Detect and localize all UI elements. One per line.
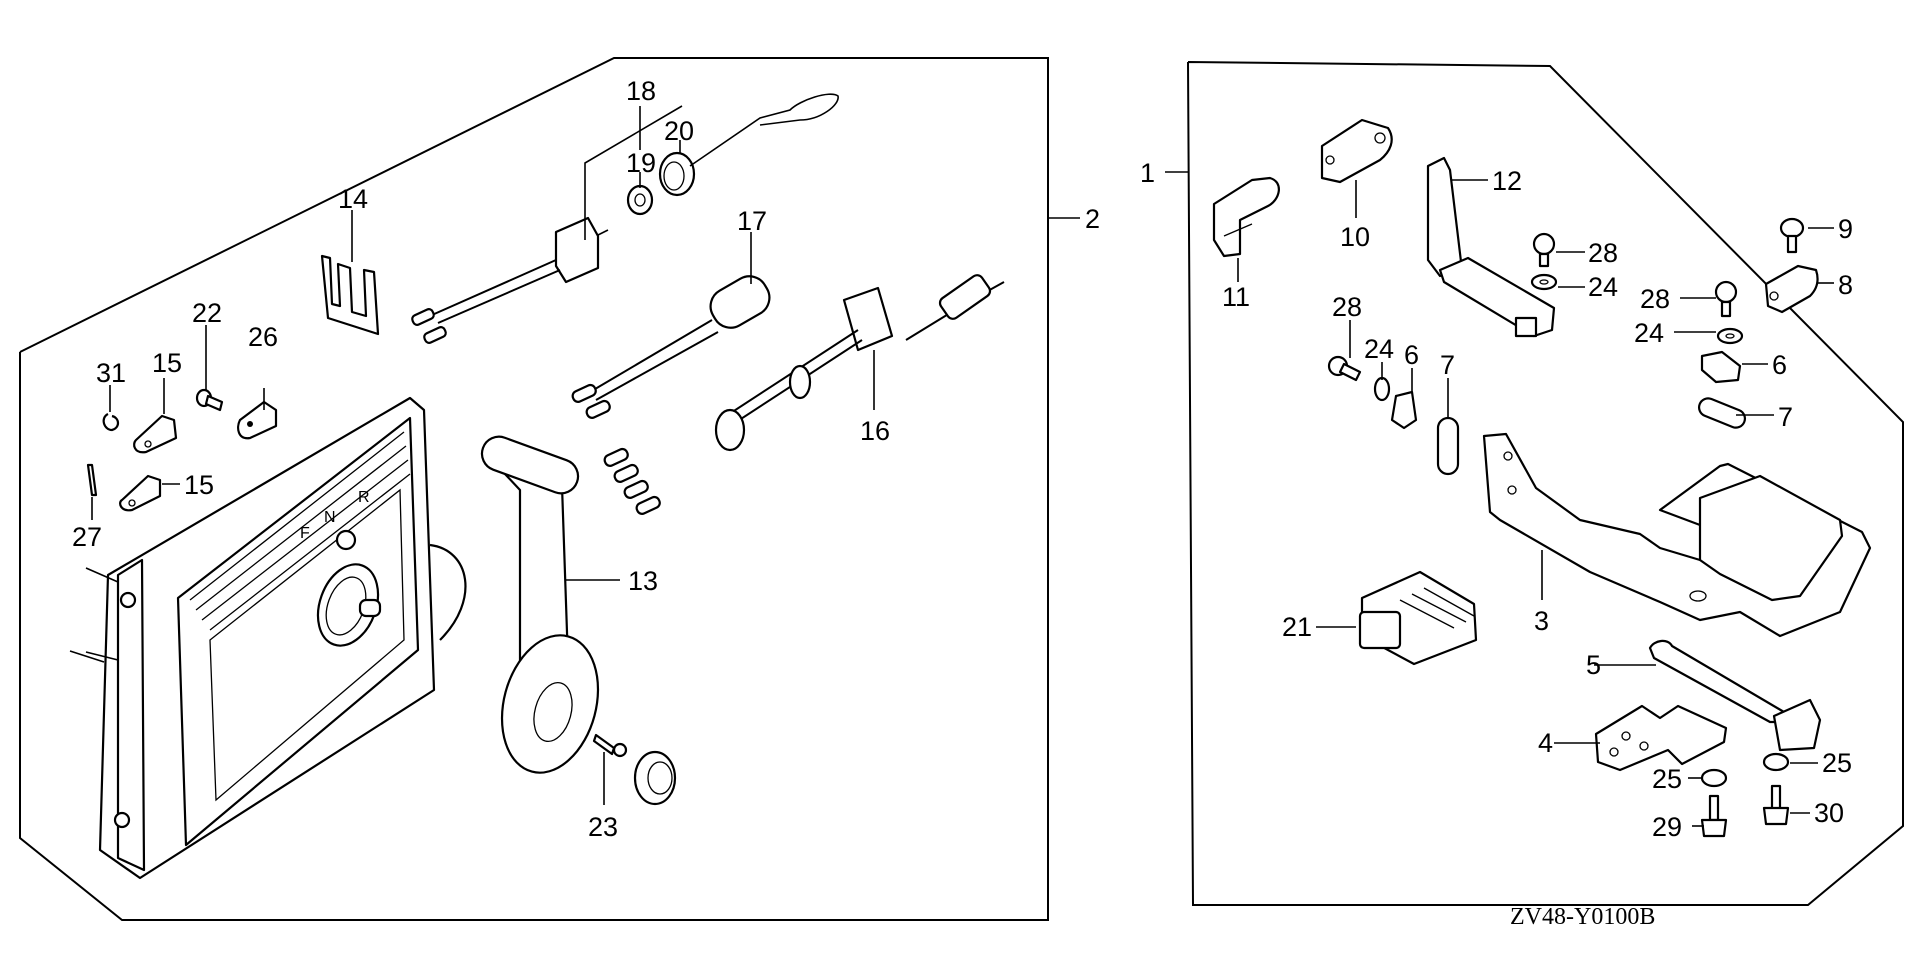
callout-28-b: 28 [1640,284,1670,314]
arm-12 [1426,156,1556,338]
callout-25-a: 25 [1652,764,1682,794]
bracket-3 [1482,432,1872,638]
bolt-29 [1700,794,1728,838]
callout-15-lower: 15 [184,470,214,500]
group-label-1: 1 [1140,158,1155,188]
callout-6-a: 6 [1404,340,1419,370]
callout-10: 10 [1340,222,1370,252]
left-group-frame [19,57,1080,921]
clamp-6-b [1700,350,1742,384]
callout-28-c: 28 [1332,292,1362,322]
clamp-26 [237,400,278,440]
bolt-28-c [1327,355,1362,382]
callout-16: 16 [860,416,890,446]
washer-25-b [1762,752,1790,772]
right-group-frame [1165,61,1904,906]
callout-27: 27 [72,522,102,552]
callout-9: 9 [1838,214,1853,244]
callout-15-upper: 15 [152,348,182,378]
wire-harness-16 [603,274,1005,515]
callout-20: 20 [664,116,694,146]
cable-clip-11 [1212,176,1280,258]
callout-7-a: 7 [1440,350,1455,380]
joint-8 [1764,264,1819,314]
plate-7-a [1436,416,1460,476]
callout-4: 4 [1538,728,1553,758]
callout-26: 26 [248,322,278,352]
bracket-4 [1594,704,1728,772]
wire-harness-17 [571,275,771,419]
callout-19: 19 [626,148,656,178]
bolt-28-a [1532,232,1556,268]
callout-14: 14 [338,184,368,214]
callout-11: 11 [1222,282,1250,312]
control-lever [480,435,600,774]
callout-31: 31 [96,358,126,388]
callout-24-c: 24 [1364,334,1394,364]
cotter-pin-27 [86,463,98,497]
washer-24-a [1530,273,1558,291]
callout-24-b: 24 [1634,318,1664,348]
callout-18: 18 [626,76,656,106]
callout-22: 22 [192,298,222,328]
washer-25-a [1700,768,1728,788]
callout-8: 8 [1838,270,1853,300]
emergency-stop-switch [411,216,609,344]
clip-31 [102,413,120,432]
callout-30: 30 [1814,798,1844,828]
callout-23: 23 [588,812,618,842]
bolt-30 [1762,784,1790,826]
stop-switch-clip-20 [658,93,839,197]
screw-9 [1779,217,1805,254]
screw-23 [592,733,628,758]
left-callouts: 2 18 19 20 17 14 22 26 31 15 15 27 16 13… [72,76,1100,842]
lever-mark-neutral: N [324,509,336,526]
link-5 [1648,639,1822,752]
remote-control-box: F N R [69,396,467,880]
bolt-28-b [1714,280,1738,318]
cable-end-10 [1320,118,1393,184]
callout-17: 17 [737,206,767,236]
right-callouts: 1 10 11 12 28 24 9 8 28 24 6 28 24 6 7 7… [1140,158,1853,842]
cap [633,750,677,806]
callout-24-a: 24 [1588,272,1618,302]
callout-13: 13 [628,566,658,596]
clamp-6-a [1390,390,1418,430]
lever-mark-forward: F [300,525,310,542]
drawing-code: ZV48-Y0100B [1510,904,1655,930]
leader-lines [91,105,1834,827]
callout-5: 5 [1586,650,1601,680]
boot-21 [1358,570,1478,666]
callout-6-b: 6 [1772,350,1787,380]
lock-nut-19 [626,184,654,216]
lever-mark-reverse: R [358,489,370,506]
joint-15-upper [133,414,178,454]
callout-21: 21 [1282,612,1312,642]
washer-24-b [1716,327,1744,345]
washer-24-c [1373,376,1391,402]
callout-7-b: 7 [1778,402,1793,432]
group-label-2: 2 [1085,204,1100,234]
callout-12: 12 [1492,166,1522,196]
callout-3: 3 [1534,606,1549,636]
callout-25-b: 25 [1822,748,1852,778]
joint-15-lower [119,474,162,512]
plate-7-b [1697,397,1747,429]
screw-22 [195,388,224,412]
plate-14 [320,254,380,336]
callout-29: 29 [1652,812,1682,842]
callout-28-a: 28 [1588,238,1618,268]
